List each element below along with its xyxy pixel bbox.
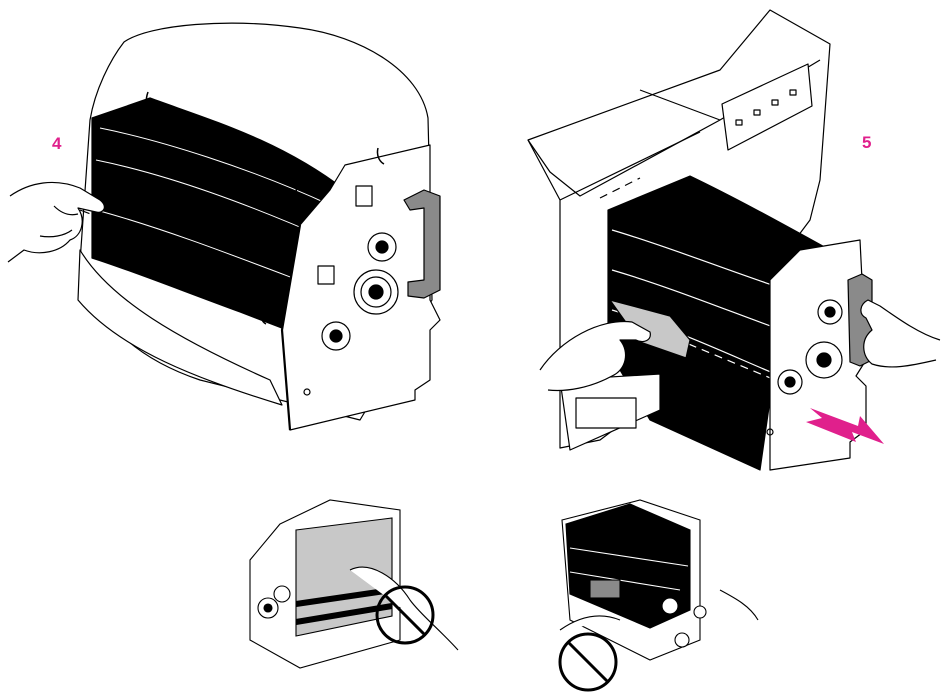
- caution-do-not-touch-drum: [249, 499, 459, 669]
- release-knob-upper: [367, 232, 397, 262]
- drum-surface: [295, 517, 393, 637]
- prohibited-icon: [375, 585, 435, 645]
- release-knob-lower: [321, 321, 351, 351]
- printer-control-panel: [721, 63, 813, 151]
- step-number-4: 4: [52, 134, 62, 153]
- prohibited-icon: [558, 632, 618, 692]
- step-number-5: 5: [862, 133, 872, 152]
- hand-step-4: [7, 181, 105, 263]
- hand-right-step-5: [860, 299, 941, 368]
- insert-arrow-icon: [806, 408, 884, 444]
- wrap-lower: [77, 249, 283, 406]
- hand-left-step-5: [539, 320, 651, 392]
- cartridge-handle: [403, 189, 441, 299]
- step-5-figure: [527, 9, 941, 471]
- caution-do-not-hold-lever: [558, 499, 759, 692]
- latch-tab: [355, 185, 373, 207]
- step-4-figure: [7, 22, 441, 431]
- drive-gear: [353, 269, 399, 315]
